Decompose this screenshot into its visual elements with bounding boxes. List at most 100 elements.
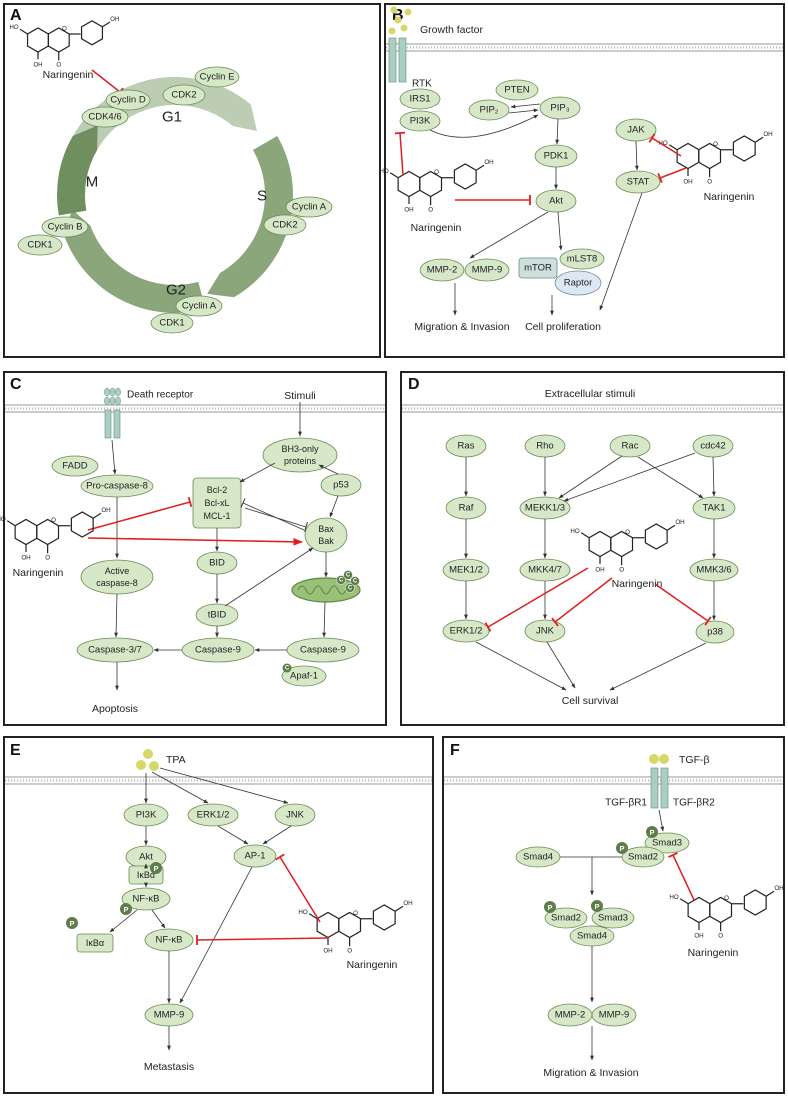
death-receptor-right xyxy=(113,409,121,439)
node-label-caspase-3-7: Caspase-3/7 xyxy=(88,645,142,656)
stimuli-label: Stimuli xyxy=(284,390,316,402)
inhibition-bar xyxy=(484,622,492,632)
inhibition-line xyxy=(487,567,589,628)
node-label-smad2: Smad2 xyxy=(628,852,658,863)
node-cyclin-e xyxy=(194,66,240,88)
phase-label-g1: G1 xyxy=(162,109,182,126)
extracellular-stimuli-label: Extracellular stimuli xyxy=(545,388,635,400)
node-label-bcl-xl: Bcl-xL xyxy=(204,498,229,508)
erk-to-survival xyxy=(475,641,567,691)
ligand xyxy=(143,749,153,759)
node-label-bcl-2: Bcl-2 xyxy=(207,485,228,495)
node-label-cdk1: CDK1 xyxy=(27,240,52,251)
phosphate-badge xyxy=(120,903,132,915)
node-erk1-2 xyxy=(187,803,239,827)
node-pi3k xyxy=(399,110,441,132)
node-jnk xyxy=(524,619,566,643)
naringenin-label: Naringenin xyxy=(704,191,755,203)
atom-label: OH xyxy=(323,948,332,955)
phase-label-s: S xyxy=(257,188,267,205)
inhibition-line xyxy=(87,501,191,531)
node-label-mek1-2: MEK1/2 xyxy=(449,565,483,576)
ring-a xyxy=(14,518,38,546)
atom-label: OH xyxy=(403,900,412,907)
ring-b xyxy=(453,163,477,190)
atom-label: OH xyxy=(774,885,783,892)
node-label-mmp-9: MMP-9 xyxy=(472,265,503,276)
nfkb-to-nfkb xyxy=(151,909,166,929)
node-label-erk1-2: ERK1/2 xyxy=(450,626,483,637)
growth-factor-label: Growth factor xyxy=(420,24,484,36)
p38-to-survival xyxy=(609,642,707,691)
oh-bond xyxy=(580,532,590,539)
inhibition-line xyxy=(554,577,613,623)
panel-b-membrane xyxy=(386,43,783,52)
node-label-jak: JAK xyxy=(627,125,645,136)
ring-a xyxy=(397,170,421,198)
outcome-metastasis: Metastasis xyxy=(144,1061,194,1073)
jnk-to-survival xyxy=(546,641,576,689)
node-label-nf-b: NF-κB xyxy=(156,935,183,946)
atom-label: O xyxy=(713,141,718,148)
inhibition-bar xyxy=(275,853,285,861)
death-receptor-left xyxy=(104,409,112,439)
naringenin-inhibits-p38 xyxy=(654,583,712,626)
nfkb-to-ikba xyxy=(109,909,138,933)
death-ligand xyxy=(104,387,110,397)
node-label-cyclin-a: Cyclin A xyxy=(182,301,217,312)
atom-label: HO xyxy=(298,909,308,916)
tgf-receptor-2 xyxy=(660,767,669,809)
ring-b xyxy=(372,904,396,931)
panel-d-frame xyxy=(400,371,785,726)
node-label-caspase-8: caspase-8 xyxy=(96,578,138,588)
inhibition-line xyxy=(279,856,321,923)
rac-to-tak1 xyxy=(637,456,704,499)
apaf-cytc-label: C xyxy=(285,665,290,671)
node-label-tak1: TAK1 xyxy=(702,503,725,514)
atom-label: OH xyxy=(110,17,119,23)
node-rac xyxy=(609,434,651,458)
node-pten xyxy=(495,79,539,101)
node-jnk xyxy=(274,803,316,827)
atom-label: OH xyxy=(675,519,684,526)
smad4-to-complex xyxy=(560,856,594,896)
tgf-receptor-1-label: TGF-βR1 xyxy=(605,798,647,809)
node-label-mmk3-6: MMK3/6 xyxy=(696,565,731,576)
node-irs1 xyxy=(399,88,441,110)
node-label-erk1-2: ERK1/2 xyxy=(197,810,230,821)
node-label-cdk1: CDK1 xyxy=(159,318,184,329)
atom-label: O xyxy=(718,933,723,940)
oh-bond xyxy=(668,144,678,151)
atom-label: O xyxy=(625,529,630,536)
node-label-smad2: Smad2 xyxy=(551,913,581,924)
node-mmp-9 xyxy=(464,258,510,282)
inhibition-bar xyxy=(240,498,246,508)
atom-label: OH xyxy=(21,555,30,562)
node-label-bid: BID xyxy=(209,558,225,569)
naringenin-inhibits-pi3k xyxy=(394,131,406,176)
oh-bond xyxy=(754,136,764,143)
oh-bond xyxy=(394,905,404,912)
naringenin-label: Naringenin xyxy=(688,947,739,959)
receptor-to-pro-caspase-8 xyxy=(111,439,117,475)
node-label-akt: Akt xyxy=(549,196,563,207)
atom-label: O xyxy=(434,169,439,176)
node-cdk2 xyxy=(263,214,307,236)
ring-a xyxy=(26,27,50,53)
ligand xyxy=(149,761,159,771)
inhibition-bar xyxy=(551,617,559,627)
node-label-cyclin-a: Cyclin A xyxy=(292,202,327,213)
panel-b-frame xyxy=(384,3,785,358)
node-cyclin-b xyxy=(41,216,89,238)
node-mmp-9 xyxy=(591,1003,637,1027)
atom-label: HO xyxy=(570,528,580,535)
atom-label: HO xyxy=(379,168,389,175)
oh-bond xyxy=(666,524,676,531)
